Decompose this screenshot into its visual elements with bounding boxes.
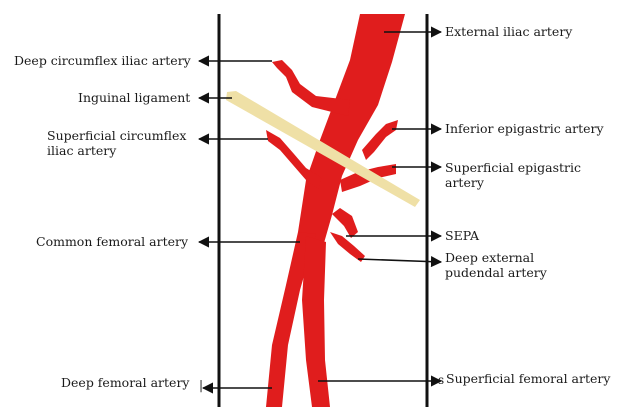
- deep-circumflex-iliac-branch: [272, 60, 350, 116]
- label-deep-circumflex-iliac-artery: Deep circumflex iliac artery: [14, 53, 191, 68]
- artery-tree: [266, 14, 405, 407]
- label-external-iliac-artery: External iliac artery: [445, 24, 572, 39]
- inferior-epigastric-branch: [362, 120, 398, 160]
- label-deep-external-pudendal-line1: Deep external: [445, 250, 547, 265]
- arrow-deep-external-pudendal: [358, 259, 441, 262]
- label-inferior-epigastric-artery: Inferior epigastric artery: [445, 121, 604, 136]
- label-superficial-circumflex-line2: iliac artery: [47, 143, 186, 158]
- label-common-femoral-artery: Common femoral artery: [36, 234, 188, 249]
- label-superficial-circumflex-iliac-artery: Superficial circumflex iliac artery: [47, 128, 186, 158]
- label-superficial-epigastric-line1: Superficial epigastric: [445, 160, 581, 175]
- sepa-branch: [332, 208, 358, 238]
- label-superficial-circumflex-line1: Superficial circumflex: [47, 128, 186, 143]
- label-superficial-femoral-prefix: s: [438, 373, 444, 387]
- label-inguinal-ligament: Inguinal ligament: [78, 90, 190, 105]
- label-sepa: SEPA: [445, 228, 479, 243]
- label-superficial-femoral-artery: Superficial femoral artery: [446, 371, 610, 386]
- label-deep-femoral-tail-mark: |: [199, 378, 203, 392]
- label-deep-external-pudendal-artery: Deep external pudendal artery: [445, 250, 547, 280]
- label-superficial-epigastric-line2: artery: [445, 175, 581, 190]
- label-deep-femoral-artery: Deep femoral artery: [61, 375, 189, 390]
- label-superficial-epigastric-artery: Superficial epigastric artery: [445, 160, 581, 190]
- label-deep-external-pudendal-line2: pudendal artery: [445, 265, 547, 280]
